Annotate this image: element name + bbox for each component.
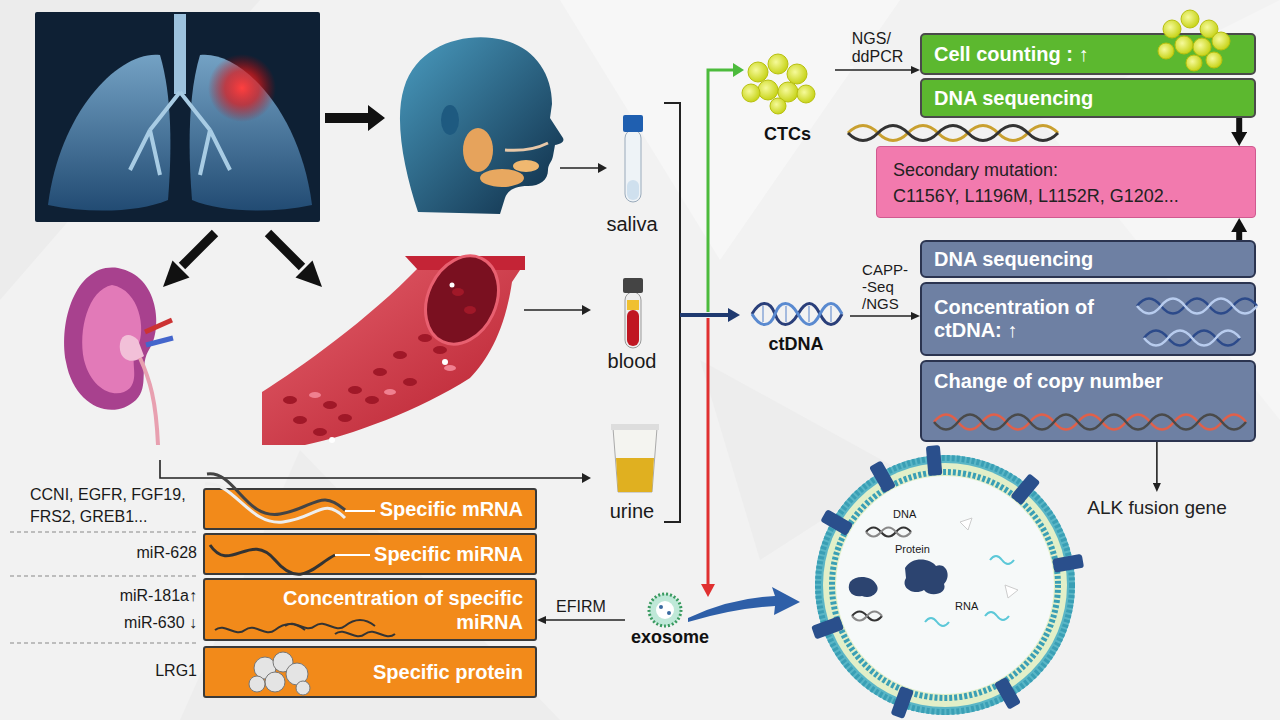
node-text: Specific miRNA (374, 542, 523, 566)
lungs (35, 12, 320, 222)
process-box: Change of copy number (920, 360, 1256, 442)
ctc-cells (742, 54, 815, 114)
connector-arrow (1156, 442, 1158, 483)
result-text: ALK fusion gene (1077, 492, 1237, 522)
icon-caption: exosome (625, 592, 715, 648)
connector-arrow (1236, 118, 1242, 132)
mirna-strands (205, 580, 206, 581)
process-box: Cell counting : ↑ (920, 33, 1256, 75)
cell-cluster (922, 35, 923, 36)
row-separators (10, 532, 198, 643)
ctdna-helix (752, 304, 842, 325)
sample-arrows (160, 168, 598, 478)
mrna-strand (205, 490, 206, 491)
icon-caption: ctDNA (742, 292, 850, 355)
result-box: Secondary mutation:C1156Y, L1196M, L1152… (876, 146, 1256, 218)
node-text: exosome (631, 627, 709, 648)
node-text: Concentration of ctDNA: ↑ (934, 296, 1134, 342)
connector-arrow (835, 69, 911, 71)
sample-bracket (664, 63, 744, 597)
label-text: CCNI, EGFR, FGF19, FRS2, GREB1... (30, 484, 202, 528)
label-text: miR-628 (77, 543, 197, 563)
process-box: DNA sequencing (920, 78, 1256, 118)
label-text: saliva (592, 212, 672, 236)
node-text: Change of copy number (934, 370, 1242, 393)
marker-box: Specific mRNA (203, 488, 537, 530)
mutation-helix (848, 126, 1058, 141)
exosome-icon (649, 594, 681, 626)
exosome-detail (811, 445, 1084, 719)
label-text: blood (592, 349, 672, 373)
process-box: DNA sequencing (920, 240, 1256, 278)
label-text: RNA (955, 600, 995, 613)
mirna-strand (205, 535, 206, 536)
node-text: CTCs (764, 124, 811, 145)
edge-label: CAPP- -Seq /NGS (860, 261, 910, 312)
node-text: DNA sequencing (934, 87, 1242, 110)
sample-tubes (611, 115, 659, 492)
marker-box: Concentration of specific miRNA (203, 578, 537, 641)
head (400, 37, 563, 214)
blood-vessel (262, 244, 525, 445)
connector-arrow (1236, 232, 1242, 240)
icon-caption: CTCs (740, 45, 835, 145)
organ-arrows (163, 105, 385, 287)
node-text: Cell counting : ↑ (934, 43, 1242, 66)
label-text: LRG1 (77, 661, 197, 681)
edge-label: EFIRM (554, 598, 608, 616)
zoom-arrow (688, 587, 800, 622)
node-text: Secondary mutation: (893, 157, 1239, 183)
node-text: Specific protein (373, 660, 523, 684)
connector-arrow (850, 315, 911, 317)
marker-box: Specific miRNA (203, 533, 537, 575)
kidney (64, 268, 173, 445)
node-text: ALK fusion gene (1077, 497, 1237, 519)
marker-box: Specific protein (203, 646, 537, 698)
label-text: DNA (893, 508, 933, 521)
copy-number-dna (922, 362, 923, 363)
label-text: miR-181a↑ (77, 586, 197, 606)
node-text: ctDNA (768, 334, 823, 355)
node-text: DNA sequencing (934, 248, 1242, 271)
edge-label: NGS/ ddPCR (850, 30, 906, 66)
label-text: urine (592, 499, 672, 523)
node-text: Concentration of specific miRNA (217, 586, 523, 634)
label-text: Protein (895, 543, 945, 556)
arrow-heads (582, 163, 607, 483)
protein-structure (205, 648, 206, 649)
node-text: C1156Y, L1196M, L1152R, G1202... (893, 183, 1239, 209)
node-text: Specific mRNA (380, 497, 523, 521)
process-box: Concentration of ctDNA: ↑ (920, 282, 1256, 356)
label-text: miR-630 ↓ (77, 613, 197, 633)
connector-arrow (546, 619, 625, 621)
dna-helix (922, 284, 923, 285)
